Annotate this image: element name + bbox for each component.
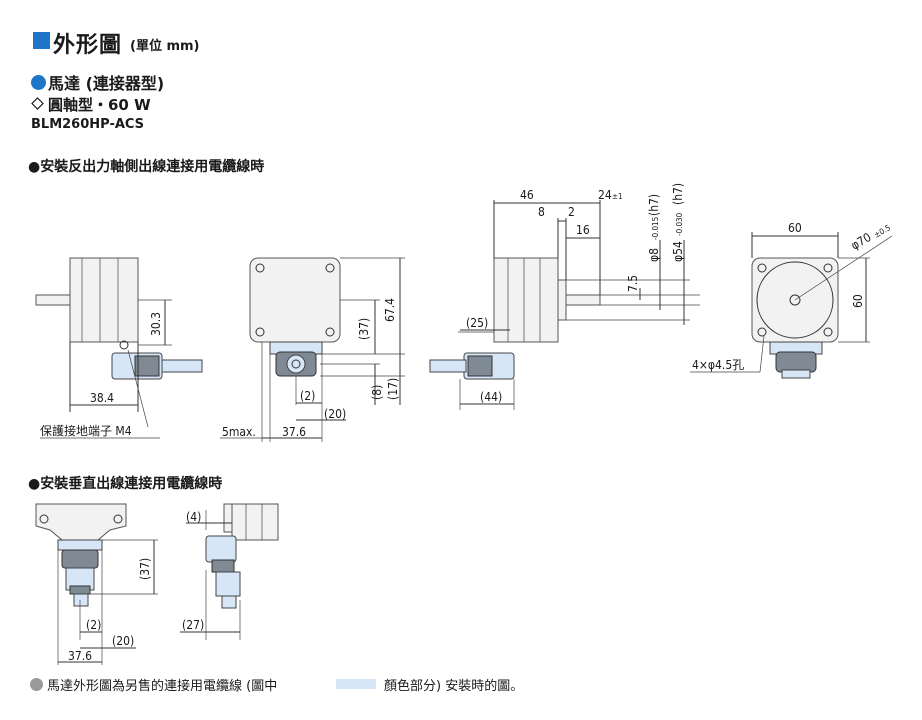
dim-7-5: 7.5 bbox=[626, 275, 640, 292]
dim-37-6-front: 37.6 bbox=[282, 425, 306, 439]
note-text-after: 顏色部分) 安裝時的圖。 bbox=[384, 679, 524, 694]
dim-20-front: (20) bbox=[324, 407, 346, 421]
face-view bbox=[690, 232, 893, 379]
dim-17: (17) bbox=[386, 378, 400, 400]
dim-38-4: 38.4 bbox=[90, 391, 114, 405]
dim-60-top: 60 bbox=[788, 221, 802, 235]
model-number: BLM260HP-ACS bbox=[31, 117, 145, 132]
dim-37-6-vertical: 37.6 bbox=[68, 649, 92, 663]
title-square-icon bbox=[33, 32, 50, 49]
dim-5max: 5max. bbox=[222, 425, 256, 439]
dim-16: 16 bbox=[576, 223, 590, 237]
dim-20-vertical: (20) bbox=[112, 634, 134, 648]
note-text-before: 馬達外形圖為另售的連接用電纜線 (圖中 bbox=[47, 679, 278, 694]
dim-2-vertical: (2) bbox=[86, 618, 101, 632]
bullet-circle-icon bbox=[31, 75, 46, 90]
dim-8-right: 8 bbox=[538, 205, 545, 219]
section-heading-side-cable: ●安裝反出力軸側出線連接用電纜線時 bbox=[28, 159, 265, 175]
dim-37-vertical: (37) bbox=[138, 558, 152, 580]
dim-phi8-h7: (h7) bbox=[647, 194, 661, 216]
dim-30-3: 30.3 bbox=[149, 312, 163, 336]
dim-37: (37) bbox=[357, 318, 371, 340]
front-view bbox=[220, 257, 405, 442]
dim-67-4: 67.4 bbox=[383, 298, 397, 322]
dim-phi8: φ8 bbox=[647, 248, 661, 262]
shaft-type-heading: 圓軸型・60 W bbox=[48, 96, 151, 114]
dim-24-tol: ±1 bbox=[612, 192, 623, 201]
dim-phi70: φ70 bbox=[849, 230, 874, 253]
color-legend-swatch bbox=[336, 679, 376, 689]
dim-44: (44) bbox=[480, 390, 502, 404]
unit-label: (單位 mm) bbox=[130, 39, 200, 54]
dim-phi54: φ54 bbox=[671, 241, 685, 262]
dim-8: (8) bbox=[370, 385, 384, 400]
dim-27-vertical: (27) bbox=[182, 618, 204, 632]
dim-60-side: 60 bbox=[851, 294, 865, 308]
dim-24: 24 bbox=[598, 188, 612, 202]
dim-2-front: (2) bbox=[300, 389, 315, 403]
dim-4-vertical: (4) bbox=[186, 510, 201, 524]
dim-2-right: 2 bbox=[568, 205, 575, 219]
side-view-right bbox=[429, 200, 700, 410]
diamond-icon bbox=[31, 97, 44, 110]
page-title: 外形圖 bbox=[53, 33, 123, 58]
vertical-cable-front-view bbox=[35, 503, 158, 665]
dim-phi70-tol: ±0.5 bbox=[873, 223, 893, 240]
vertical-cable-side-view bbox=[180, 503, 279, 640]
dim-25: (25) bbox=[466, 316, 488, 330]
note-bullet-icon bbox=[30, 678, 43, 691]
dim-phi8-tol: -0.015 bbox=[651, 217, 660, 240]
dim-phi54-h7: (h7) bbox=[671, 183, 685, 205]
dim-phi54-tol: -0.030 bbox=[675, 212, 684, 236]
dim-46: 46 bbox=[520, 188, 534, 202]
ground-terminal-label: 保護接地端子 M4 bbox=[40, 423, 132, 438]
side-view-left bbox=[35, 257, 203, 439]
mounting-hole-label: 4×φ4.5孔 bbox=[692, 358, 744, 372]
section-heading-vertical-cable: ●安裝垂直出線連接用電纜線時 bbox=[28, 476, 223, 492]
motor-type-heading: 馬達 (連接器型) bbox=[48, 74, 165, 93]
